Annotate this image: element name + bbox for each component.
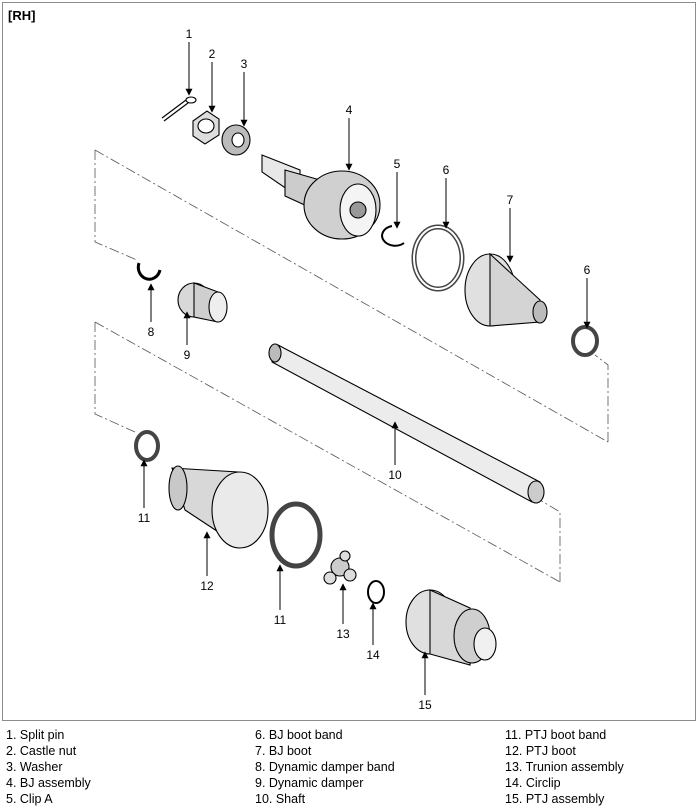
legend-item: 11. PTJ boot band <box>505 728 607 742</box>
leader-arrows <box>140 42 591 695</box>
legend-item: 3. Washer <box>6 760 63 774</box>
side-tag: [RH] <box>8 8 36 23</box>
bj-boot-band-part <box>411 224 465 292</box>
legend-item: 15. PTJ assembly <box>505 792 605 806</box>
callout-15: 15 <box>418 698 432 712</box>
callout-5: 5 <box>394 157 401 171</box>
callout-8: 8 <box>148 325 155 339</box>
callout-3: 3 <box>241 57 248 71</box>
legend-item: 6. BJ boot band <box>255 728 343 742</box>
ptj-boot-band-part <box>134 430 160 462</box>
dynamic-damper-part <box>177 282 228 323</box>
legend-item: 8. Dynamic damper band <box>255 760 395 774</box>
callout-11b: 11 <box>274 613 287 627</box>
legend-item: 12. PTJ boot <box>505 744 576 758</box>
legend-column-3: 11. PTJ boot band 12. PTJ boot 13. Truni… <box>505 727 624 807</box>
ptj-assembly-part <box>405 589 497 666</box>
legend-item: 14. Circlip <box>505 776 561 790</box>
ptj-boot-part <box>168 465 269 549</box>
trunion-assembly-part <box>323 550 357 585</box>
assembly-guide-lines <box>94 149 609 583</box>
legend-column-2: 6. BJ boot band 7. BJ boot 8. Dynamic da… <box>255 727 395 807</box>
bj-assembly-part <box>261 154 381 240</box>
callout-6: 6 <box>443 163 450 177</box>
legend-item: 2. Castle nut <box>6 744 77 758</box>
washer-part <box>221 124 251 156</box>
callout-13: 13 <box>336 627 350 641</box>
bj-boot-part <box>464 252 548 327</box>
callout-12: 12 <box>200 579 214 593</box>
legend-item: 4. BJ assembly <box>6 776 91 790</box>
castle-nut-part <box>192 110 220 145</box>
diagram-frame <box>2 2 696 721</box>
legend-item: 9. Dynamic damper <box>255 776 364 790</box>
circlip-part <box>367 580 385 604</box>
shaft-part <box>268 343 545 504</box>
exploded-view-drawing: 1 2 3 4 5 6 7 6 8 9 10 11 12 11 13 14 15 <box>94 27 609 712</box>
callout-11: 11 <box>138 511 151 525</box>
parts <box>134 96 599 666</box>
callout-6b: 6 <box>584 263 591 277</box>
callout-7: 7 <box>507 193 514 207</box>
callout-9: 9 <box>184 348 191 362</box>
bj-boot-band-small-part <box>571 325 599 357</box>
legend-item: 7. BJ boot <box>255 744 312 758</box>
callout-14: 14 <box>366 648 380 662</box>
legend-item: 13. Trunion assembly <box>505 760 624 774</box>
legend-item: 10. Shaft <box>255 792 306 806</box>
callout-2: 2 <box>209 47 216 61</box>
legend-item: 5. Clip A <box>6 792 53 806</box>
clip-a-part <box>381 225 405 247</box>
dynamic-damper-band-part <box>136 262 162 281</box>
ptj-boot-band-large-part <box>269 501 323 569</box>
callout-10: 10 <box>388 468 402 482</box>
callout-4: 4 <box>346 103 353 117</box>
legend-item: 1. Split pin <box>6 728 65 742</box>
callout-1: 1 <box>186 27 193 41</box>
split-pin-part <box>161 96 197 122</box>
callout-numbers: 1 2 3 4 5 6 7 6 8 9 10 11 12 11 13 14 15 <box>138 27 591 712</box>
legend-column-1: 1. Split pin 2. Castle nut 3. Washer 4. … <box>6 727 91 807</box>
parts-legend: 1. Split pin 2. Castle nut 3. Washer 4. … <box>0 727 700 807</box>
